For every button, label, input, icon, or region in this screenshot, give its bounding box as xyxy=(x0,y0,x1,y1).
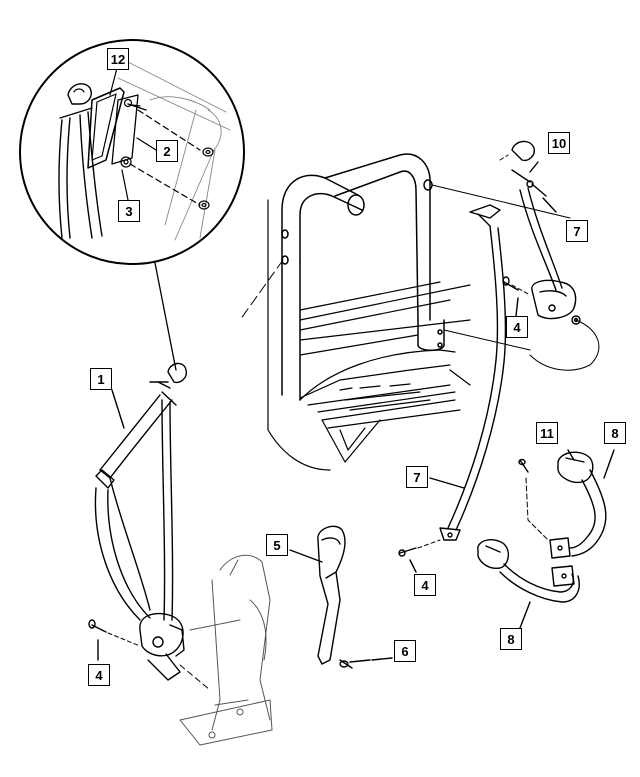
rear-retractor-belt xyxy=(398,140,600,573)
seat-cushion xyxy=(267,199,471,471)
callout-3: 3 xyxy=(118,200,140,222)
callout-5: 5 xyxy=(266,534,288,556)
buckle-straps xyxy=(477,449,615,629)
buckle-cover xyxy=(289,525,393,669)
callout-8-lower: 8 xyxy=(500,628,522,650)
callout-7-lower: 7 xyxy=(406,466,428,488)
callout-4-front: 4 xyxy=(88,664,110,686)
callout-1: 1 xyxy=(90,368,112,390)
callout-11: 11 xyxy=(536,422,558,444)
callout-12: 12 xyxy=(107,48,129,70)
roll-bar-assembly xyxy=(239,153,571,401)
callout-4-retractor: 4 xyxy=(506,316,528,338)
callout-8-upper: 8 xyxy=(604,422,626,444)
front-seat-belt xyxy=(88,362,211,691)
seat-frame xyxy=(179,554,273,746)
callout-7-upper: 7 xyxy=(566,220,588,242)
callout-4-belt: 4 xyxy=(414,574,436,596)
callout-2: 2 xyxy=(156,140,178,162)
callout-6: 6 xyxy=(394,640,416,662)
detail-magnifier xyxy=(19,39,245,371)
callout-10: 10 xyxy=(548,132,570,154)
